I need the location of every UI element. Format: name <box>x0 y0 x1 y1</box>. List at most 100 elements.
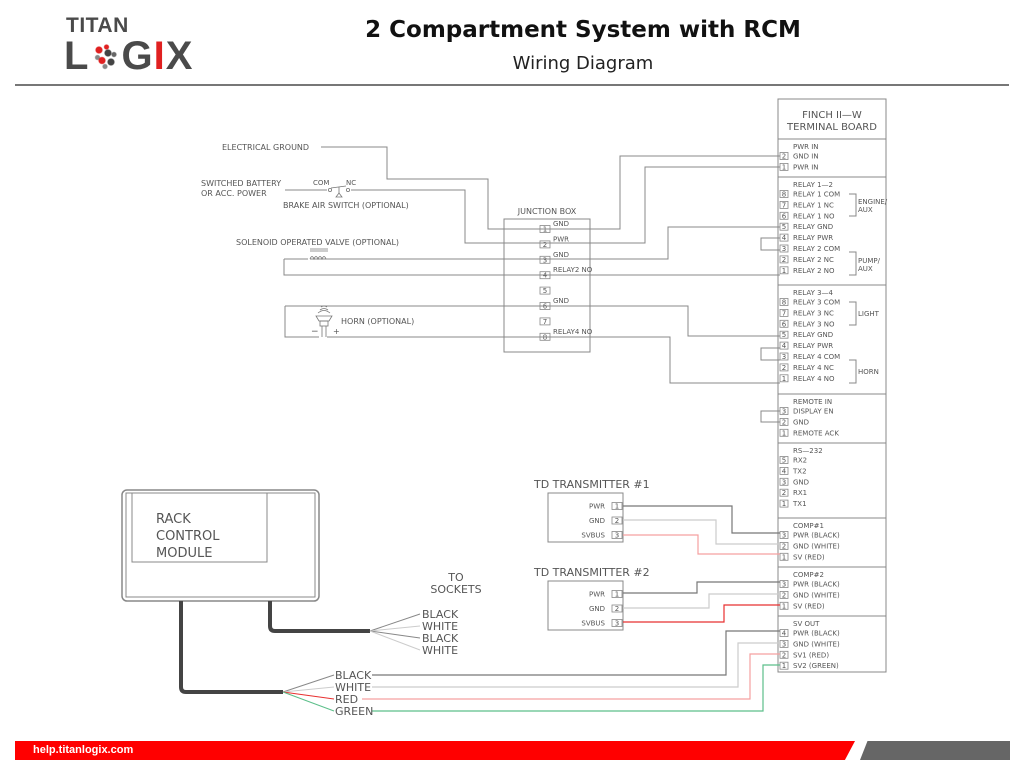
tb-pin-label: RELAY GND <box>793 223 833 231</box>
tb-pin-number: 5 <box>782 457 786 465</box>
sv-wire-label: WHITE <box>335 681 371 694</box>
tb-pin-label: RELAY 2 NO <box>793 267 835 275</box>
fan-sv-white <box>282 686 335 693</box>
tb-pin-label: RELAY 3 COM <box>793 299 840 307</box>
jb-pin-box <box>539 286 551 295</box>
label-com: COM <box>313 179 329 187</box>
tb-pin-box <box>779 477 789 486</box>
jb-pin-number: 5 <box>543 287 547 295</box>
label-acc-power: OR ACC. POWER <box>201 189 267 198</box>
tb-pin-number: 3 <box>782 640 786 648</box>
group-label: ENGINE/ <box>858 198 888 206</box>
tb-pin-label: RELAY 1 NC <box>793 201 834 209</box>
tb-pin-label: RELAY 3 NO <box>793 320 835 328</box>
wire-comp1-sv <box>623 534 780 555</box>
wire-electrical-ground <box>321 146 540 230</box>
tb-pin-label: RELAY 2 NC <box>793 256 834 264</box>
group-label: AUX <box>858 265 873 273</box>
tb-pin-box <box>779 417 789 426</box>
tb-pin-label: SV2 (GREEN) <box>793 662 839 670</box>
jb-pin-number: 7 <box>543 318 547 326</box>
sv-wire-label: GREEN <box>335 705 373 718</box>
bracket-engine-aux <box>849 193 857 217</box>
tb-section-header: COMP#2 <box>793 571 824 579</box>
tb-pin-label: RELAY 4 NC <box>793 364 834 372</box>
tb-pin-number: 2 <box>782 256 786 264</box>
tb-pin-number: 2 <box>782 418 786 426</box>
transmitter-1-title: TD TRANSMITTER #1 <box>533 478 650 491</box>
tb-pin-box <box>779 591 789 599</box>
tb-pin-box <box>779 330 789 339</box>
cable-sv-out <box>179 601 283 694</box>
tb-pin-box <box>779 266 789 275</box>
tb-pin-box <box>779 601 789 610</box>
header-divider <box>15 84 1009 86</box>
page-subtitle: Wiring Diagram <box>512 53 654 74</box>
tx-pin-label: SVBUS <box>581 620 605 628</box>
tb-pin-number: 2 <box>782 651 786 659</box>
tx-pin-box <box>611 619 623 627</box>
tb-pin-box <box>779 456 789 464</box>
tb-pin-number: 1 <box>782 662 786 670</box>
tb-pin-box <box>779 211 789 220</box>
tx-pin-label: SVBUS <box>581 532 605 540</box>
tb-pin-number: 6 <box>782 320 787 328</box>
tx-pin-number: 2 <box>615 605 619 613</box>
tb-pin-number: 5 <box>782 223 786 231</box>
rcm-label-1: RACK <box>156 512 191 527</box>
wire-comp2-pwr <box>623 581 780 594</box>
tb-pin-label: RELAY 2 COM <box>793 245 840 253</box>
wire-relay34-gnd <box>540 305 780 337</box>
socket-wire-label: BLACK <box>422 632 459 645</box>
jb-pin-box <box>539 255 551 264</box>
logo-letter-l: L <box>64 34 90 78</box>
tb-pin-box <box>779 319 789 328</box>
tb-pin-label: RELAY PWR <box>793 234 833 242</box>
wire-gnd-in <box>540 155 780 230</box>
tb-pin-number: 2 <box>782 591 786 599</box>
wire-sv2 <box>372 664 780 712</box>
jb-pin-label: GND <box>553 220 569 228</box>
tb-pin-label: RELAY PWR <box>793 342 833 350</box>
tb-pin-label: GND <box>793 478 809 486</box>
tb-pin-label: PWR IN <box>793 163 819 171</box>
tb-pin-number: 1 <box>782 553 786 561</box>
tb-pin-label: SV1 (RED) <box>793 651 829 659</box>
footer-help-link[interactable]: help.titanlogix.com <box>33 744 134 756</box>
jb-pin-label: GND <box>553 251 569 259</box>
footer-gray-bar <box>860 741 1010 760</box>
tb-pin-number: 4 <box>782 630 787 638</box>
tb-pin-label: PWR (BLACK) <box>793 581 840 589</box>
tb-pin-number: 3 <box>782 532 786 540</box>
tx-pin-number: 1 <box>615 591 619 599</box>
tb-pin-number: 1 <box>782 500 786 508</box>
fan-black <box>369 630 421 639</box>
tb-pin-box <box>779 352 789 361</box>
solenoid-coil-icon <box>309 248 328 261</box>
tb-section-header: PWR IN <box>793 143 819 151</box>
tb-section-header: COMP#1 <box>793 522 824 530</box>
transmitter-2-box <box>547 580 624 631</box>
page-title: 2 Compartment System with RCM <box>365 17 801 43</box>
tb-pin-box <box>779 374 789 383</box>
tb-pin-box <box>779 552 789 561</box>
logo-titan-text: TITAN <box>66 14 129 37</box>
wire-sv-pwr <box>372 630 780 676</box>
tb-pin-number: 7 <box>782 201 786 209</box>
tb-pin-box <box>779 190 789 198</box>
tb-pin-number: 1 <box>782 267 786 275</box>
label-solenoid: SOLENOID OPERATED VALVE (OPTIONAL) <box>236 238 399 247</box>
tb-pin-label: SV (RED) <box>793 553 825 561</box>
fan-sv-red <box>282 691 335 700</box>
tb-pin-box <box>779 255 789 264</box>
tb-title-1: FINCH II—W <box>802 110 862 121</box>
tb-pin-label: TX1 <box>792 500 807 508</box>
tx-pin-box <box>611 531 623 539</box>
tb-pin-number: 1 <box>782 602 786 610</box>
tb-pin-number: 4 <box>782 342 787 350</box>
wire-comp1-gnd <box>623 519 780 545</box>
tb-section-header: SV OUT <box>793 620 820 628</box>
tb-pin-box <box>779 244 789 253</box>
